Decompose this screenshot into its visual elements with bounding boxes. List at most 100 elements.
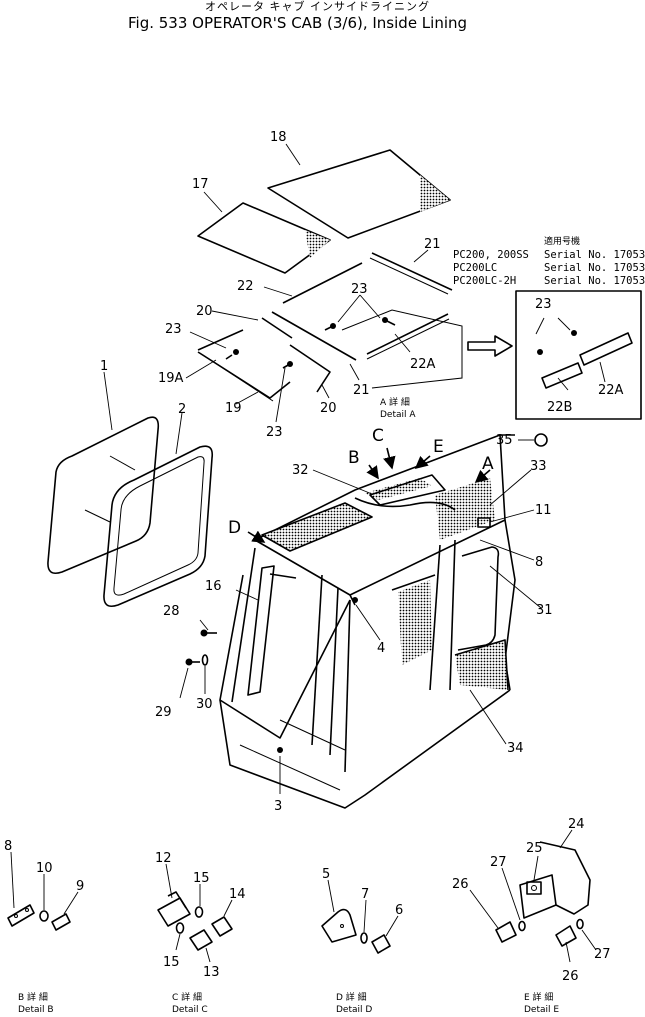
screw-23-left bbox=[225, 349, 239, 360]
detail-c-parts bbox=[157, 891, 233, 951]
callout-27-lower: 27 bbox=[594, 947, 611, 962]
detail-e-caption: Detail E bbox=[524, 1005, 559, 1015]
detail-letter-a: A bbox=[482, 454, 494, 474]
detail-letter-d: D bbox=[228, 518, 241, 538]
callout-9: 9 bbox=[76, 879, 84, 894]
serial-row-3-model: PC200LC-2H bbox=[453, 275, 516, 287]
callout-23-center: 23 bbox=[351, 282, 368, 297]
serial-row-1-serial: Serial No. 17053~ bbox=[544, 249, 645, 261]
callout-29: 29 bbox=[155, 705, 172, 720]
callout-22b: 22B bbox=[547, 400, 572, 415]
callout-23-left: 23 bbox=[165, 322, 182, 337]
bolt-29-washer-30 bbox=[185, 654, 209, 666]
detail-letter-b: B bbox=[348, 448, 360, 468]
callout-22a-inset: 22A bbox=[598, 383, 624, 398]
callout-19a: 19A bbox=[158, 371, 184, 386]
detail-letter-c: C bbox=[372, 426, 384, 446]
detail-a-caption-jp: A 詳 細 bbox=[380, 396, 410, 408]
roof-lining-panel-18 bbox=[267, 149, 451, 239]
callout-18: 18 bbox=[270, 130, 287, 145]
trim-strip-21-upper bbox=[369, 252, 453, 295]
serial-row-1-model: PC200, 200SS bbox=[453, 249, 529, 261]
callout-26-bottom: 26 bbox=[562, 969, 579, 984]
callout-35: 35 bbox=[496, 433, 513, 448]
trim-strip-20-lower bbox=[289, 344, 331, 393]
callout-6: 6 bbox=[395, 903, 403, 918]
callout-16: 16 bbox=[205, 579, 222, 594]
callout-15-lower: 15 bbox=[163, 955, 180, 970]
detail-b-caption: Detail B bbox=[18, 1005, 54, 1015]
callout-32: 32 bbox=[292, 463, 309, 478]
callout-8-detail-b: 8 bbox=[4, 839, 12, 854]
callout-25: 25 bbox=[526, 841, 543, 856]
detail-a-caption: Detail A bbox=[380, 410, 416, 420]
callout-27-upper: 27 bbox=[490, 855, 507, 870]
callout-14: 14 bbox=[229, 887, 246, 902]
callout-24: 24 bbox=[568, 817, 585, 832]
callout-20-left: 20 bbox=[196, 304, 213, 319]
callout-7: 7 bbox=[361, 887, 369, 902]
trim-strip-19a bbox=[197, 329, 244, 351]
hollow-arrow-to-inset bbox=[467, 335, 513, 357]
detail-d-caption-jp: D 詳 細 bbox=[336, 991, 367, 1003]
callout-23-bottom: 23 bbox=[266, 425, 283, 440]
callout-21-lower: 21 bbox=[353, 383, 370, 398]
serial-row-3-serial: Serial No. 17053~ bbox=[544, 275, 645, 287]
callout-4: 4 bbox=[377, 641, 385, 656]
trim-strip-20-upper bbox=[261, 317, 293, 339]
trim-frame-19 bbox=[197, 351, 291, 402]
callout-13: 13 bbox=[203, 965, 220, 980]
callout-11: 11 bbox=[535, 503, 552, 518]
callout-1: 1 bbox=[100, 359, 108, 374]
detail-c-caption-jp: C 詳 細 bbox=[172, 991, 202, 1003]
detail-d-caption: Detail D bbox=[336, 1005, 372, 1015]
callout-23-inset: 23 bbox=[535, 297, 552, 312]
window-seal-2 bbox=[103, 445, 214, 608]
serial-block-japanese-heading: 適用号機 bbox=[544, 235, 580, 247]
detail-e-parts bbox=[495, 841, 591, 947]
callout-22a: 22A bbox=[410, 357, 436, 372]
callout-15-upper: 15 bbox=[193, 871, 210, 886]
trim-strip-21-lower bbox=[271, 311, 357, 361]
callout-12: 12 bbox=[155, 851, 172, 866]
callout-33: 33 bbox=[530, 459, 547, 474]
screw-23-center bbox=[282, 361, 293, 369]
leader-lines bbox=[10, 143, 597, 963]
detail-c-caption: Detail C bbox=[172, 1005, 208, 1015]
inset-later-serial-box bbox=[515, 290, 642, 420]
callout-5: 5 bbox=[322, 867, 330, 882]
callout-22: 22 bbox=[237, 279, 254, 294]
callout-21-upper: 21 bbox=[424, 237, 441, 252]
window-glass-1 bbox=[47, 416, 160, 575]
callout-3: 3 bbox=[274, 799, 282, 814]
callout-8: 8 bbox=[535, 555, 543, 570]
screw-23-upper-left bbox=[324, 323, 336, 331]
callout-31: 31 bbox=[536, 603, 553, 618]
detail-b-parts bbox=[7, 904, 71, 931]
trim-strip-22 bbox=[282, 262, 363, 304]
bolt-28 bbox=[200, 629, 217, 637]
callout-26-left: 26 bbox=[452, 877, 469, 892]
callout-10: 10 bbox=[36, 861, 53, 876]
detail-e-caption-jp: E 詳 細 bbox=[524, 991, 553, 1003]
callout-28: 28 bbox=[163, 604, 180, 619]
figure-title: Fig. 533 OPERATOR'S CAB (3/6), Inside Li… bbox=[128, 14, 467, 32]
detail-letter-e: E bbox=[433, 437, 444, 457]
serial-row-2-serial: Serial No. 17053~ bbox=[544, 262, 645, 274]
callout-34: 34 bbox=[507, 741, 524, 756]
serial-number-block: 適用号機 PC200, 200SS Serial No. 17053~ PC20… bbox=[453, 235, 645, 287]
cab-body bbox=[219, 433, 548, 809]
callout-20-right: 20 bbox=[320, 401, 337, 416]
detail-b-caption-jp: B 詳 細 bbox=[18, 991, 48, 1003]
japanese-title: オペレータ キャブ インサイドライニング bbox=[205, 0, 430, 13]
callout-19: 19 bbox=[225, 401, 242, 416]
detail-arrows bbox=[247, 447, 491, 543]
roof-lining-panel-17 bbox=[197, 202, 331, 274]
callout-2: 2 bbox=[178, 402, 186, 417]
serial-row-2-model: PC200LC bbox=[453, 262, 497, 274]
callout-17: 17 bbox=[192, 177, 209, 192]
detail-d-parts bbox=[321, 908, 391, 954]
trim-strip-22a bbox=[366, 313, 450, 360]
detail-a-boundary bbox=[341, 309, 463, 389]
